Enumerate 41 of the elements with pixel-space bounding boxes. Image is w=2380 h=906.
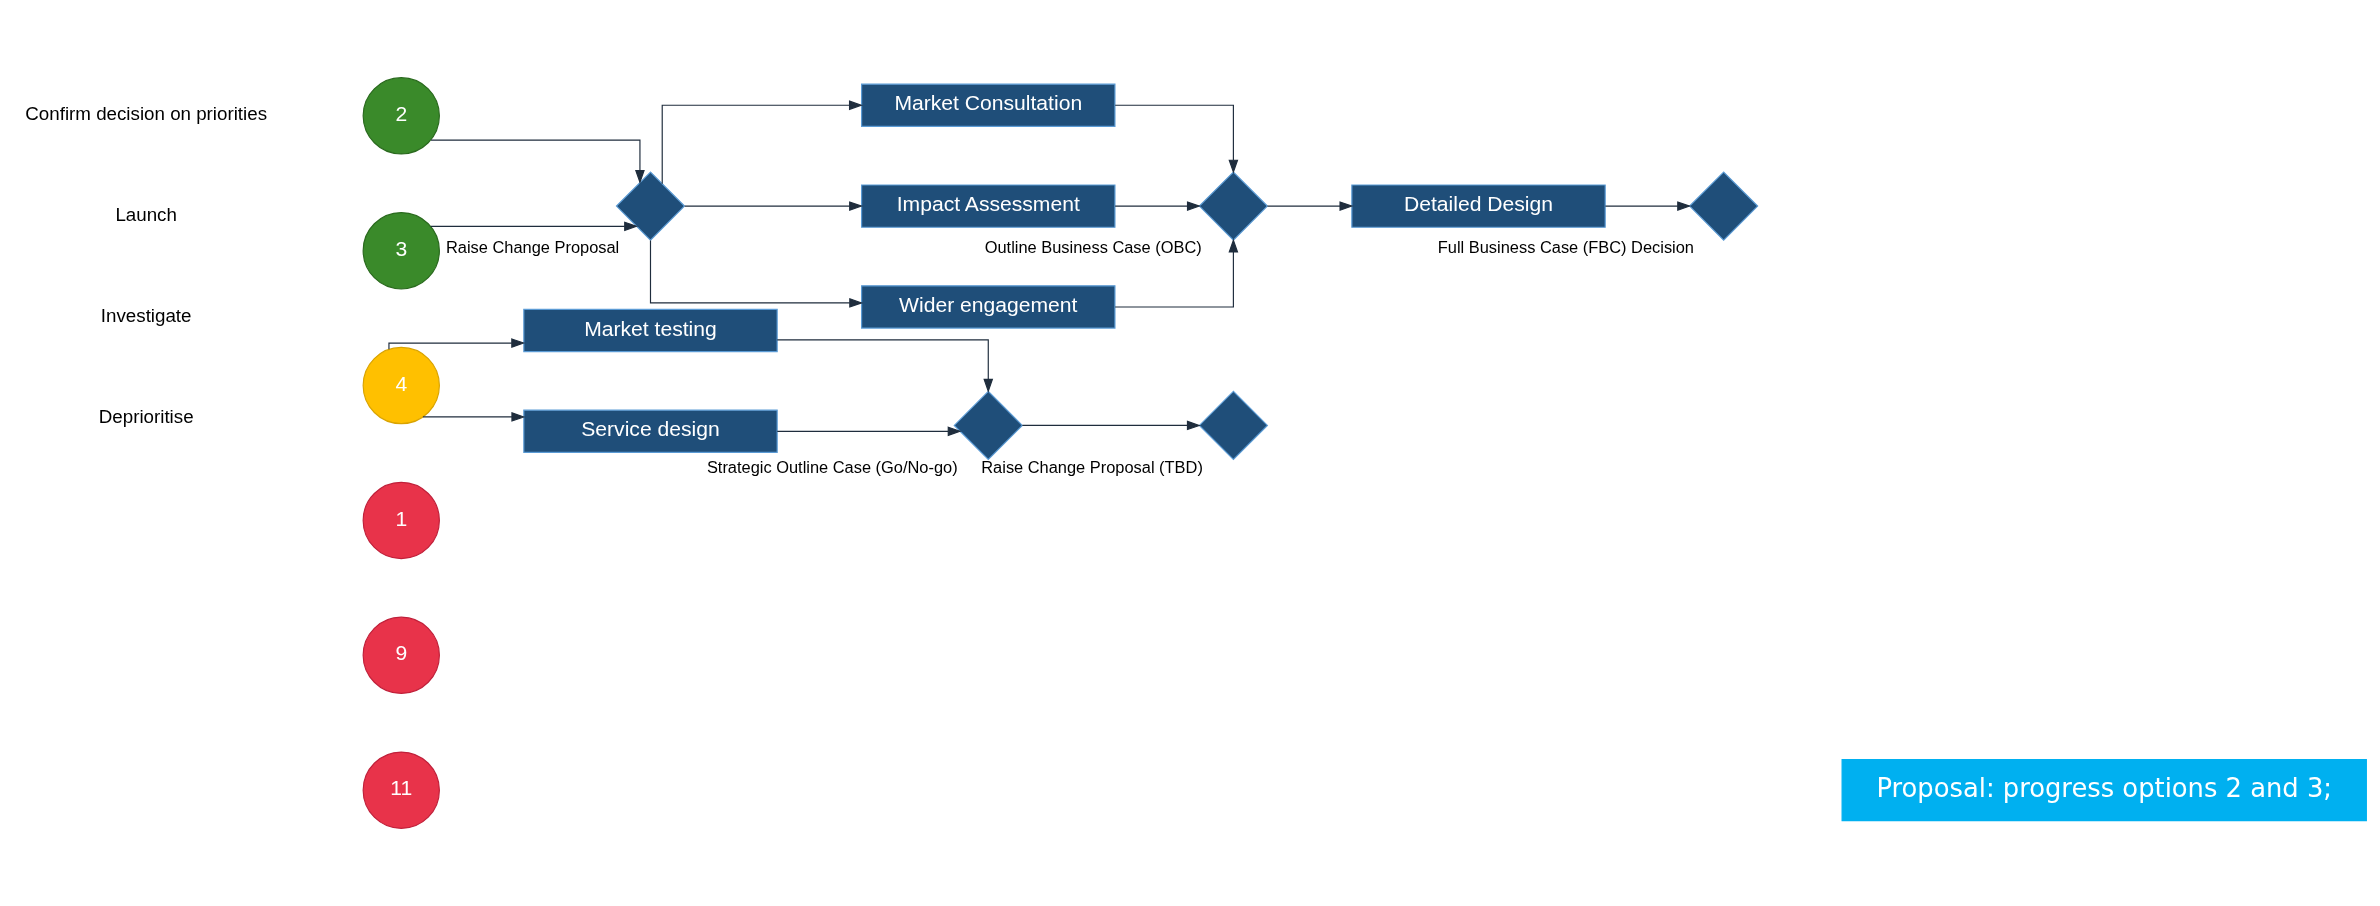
node-label: Raise Change Proposal (TBD) <box>981 457 1203 476</box>
node-label: Strategic Outline Case (Go/No-go) <box>706 457 958 476</box>
arrow <box>661 100 864 185</box>
label: Launch <box>115 204 177 226</box>
node-circle: 3 <box>362 212 440 290</box>
node-diamond <box>1198 171 1269 241</box>
node-circle: 4 <box>362 346 440 425</box>
arrow <box>430 139 645 185</box>
arrow <box>422 412 526 422</box>
arrow <box>1114 104 1239 174</box>
node-box: Proposal: progress options 2 and 3; <box>1841 759 2367 822</box>
node-box: Impact Assessment <box>861 184 1116 228</box>
node-circle: 11 <box>362 751 440 829</box>
node-circle: 2 <box>362 77 440 155</box>
node-box: Market Consultation <box>861 83 1116 127</box>
node-circle: 1 <box>362 481 440 560</box>
arrow <box>776 339 994 393</box>
arrow <box>1604 201 1692 212</box>
node-box: Detailed Design <box>1351 184 1606 228</box>
node-box: Service design <box>523 409 778 453</box>
arrow <box>1266 201 1354 212</box>
arrow <box>776 426 962 437</box>
label: Investigate <box>100 304 192 326</box>
label: Confirm decision on priorities <box>25 103 268 125</box>
node-diamond <box>1688 171 1759 241</box>
label: Deprioritise <box>98 405 194 427</box>
node-label: Full Business Case (FBC) Decision <box>1437 238 1694 257</box>
node-circle: 9 <box>362 616 440 694</box>
node-box: Market testing <box>523 308 778 353</box>
arrow <box>388 338 526 350</box>
node-box: Wider engagement <box>861 285 1116 329</box>
arrow <box>649 239 864 308</box>
node-label: Raise Change Proposal <box>445 238 620 257</box>
node-label: Outline Business Case (OBC) <box>984 238 1202 257</box>
arrow <box>684 201 864 212</box>
node-diamond <box>953 390 1024 461</box>
arrow <box>1021 420 1201 431</box>
node-diamond <box>1198 390 1269 461</box>
arrow <box>430 221 639 232</box>
arrow <box>1114 238 1239 308</box>
arrow <box>1114 201 1201 212</box>
